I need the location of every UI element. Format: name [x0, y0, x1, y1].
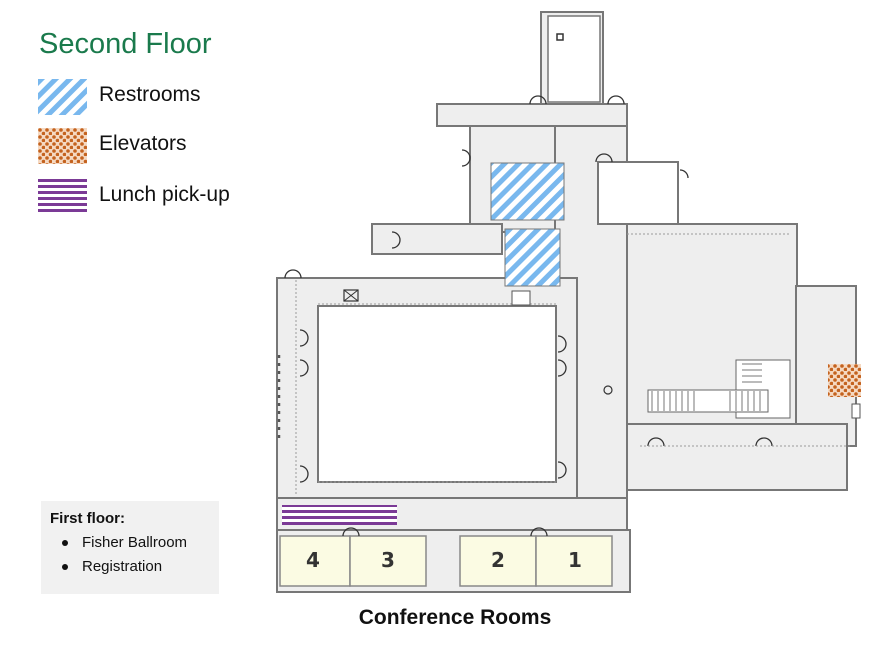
first-floor-list: Fisher Ballroom Registration	[60, 533, 187, 581]
floor-title: Second Floor	[39, 28, 212, 60]
elevator-door	[851, 403, 861, 419]
restroom-upper	[490, 162, 565, 221]
room-number-4: 4	[306, 548, 320, 572]
room-number-2: 2	[491, 548, 505, 572]
legend-label: Lunch pick-up	[99, 183, 230, 206]
restroom-lower	[504, 228, 561, 287]
legend-restrooms: Restrooms	[38, 79, 278, 115]
legend-label: Restrooms	[99, 83, 201, 106]
column-marker	[556, 33, 564, 41]
legend-label: Elevators	[99, 132, 187, 155]
first-floor-box: First floor: Fisher Ballroom Registratio…	[41, 501, 219, 594]
list-item: Registration	[60, 557, 187, 581]
openings	[295, 233, 850, 495]
elevator	[828, 364, 861, 397]
conference-room-3	[349, 535, 427, 587]
stair-room	[547, 15, 601, 103]
conference-room-1	[535, 535, 613, 587]
legend-lunch-pickup: Lunch pick-up	[38, 179, 278, 215]
room-number-3: 3	[381, 548, 395, 572]
room-number-1: 1	[568, 548, 582, 572]
utility-box	[343, 289, 359, 302]
column-marker	[603, 385, 613, 395]
conference-room-2	[459, 535, 537, 587]
conference-rooms	[279, 535, 613, 587]
elevator-swatch-icon	[38, 128, 87, 164]
conference-room-doors	[342, 527, 548, 537]
restroom-swatch-icon	[38, 79, 87, 115]
stairs	[647, 359, 791, 419]
doors	[284, 95, 773, 483]
legend-elevators: Elevators	[38, 128, 278, 164]
stair-landing	[511, 290, 531, 306]
lunch-pickup-area	[282, 505, 397, 525]
list-item: Fisher Ballroom	[60, 533, 187, 557]
lunch-swatch-icon	[38, 179, 87, 215]
first-floor-heading: First floor:	[50, 510, 125, 527]
small-room	[597, 161, 679, 225]
main-hall	[317, 305, 557, 483]
conference-rooms-caption: Conference Rooms	[358, 606, 552, 629]
